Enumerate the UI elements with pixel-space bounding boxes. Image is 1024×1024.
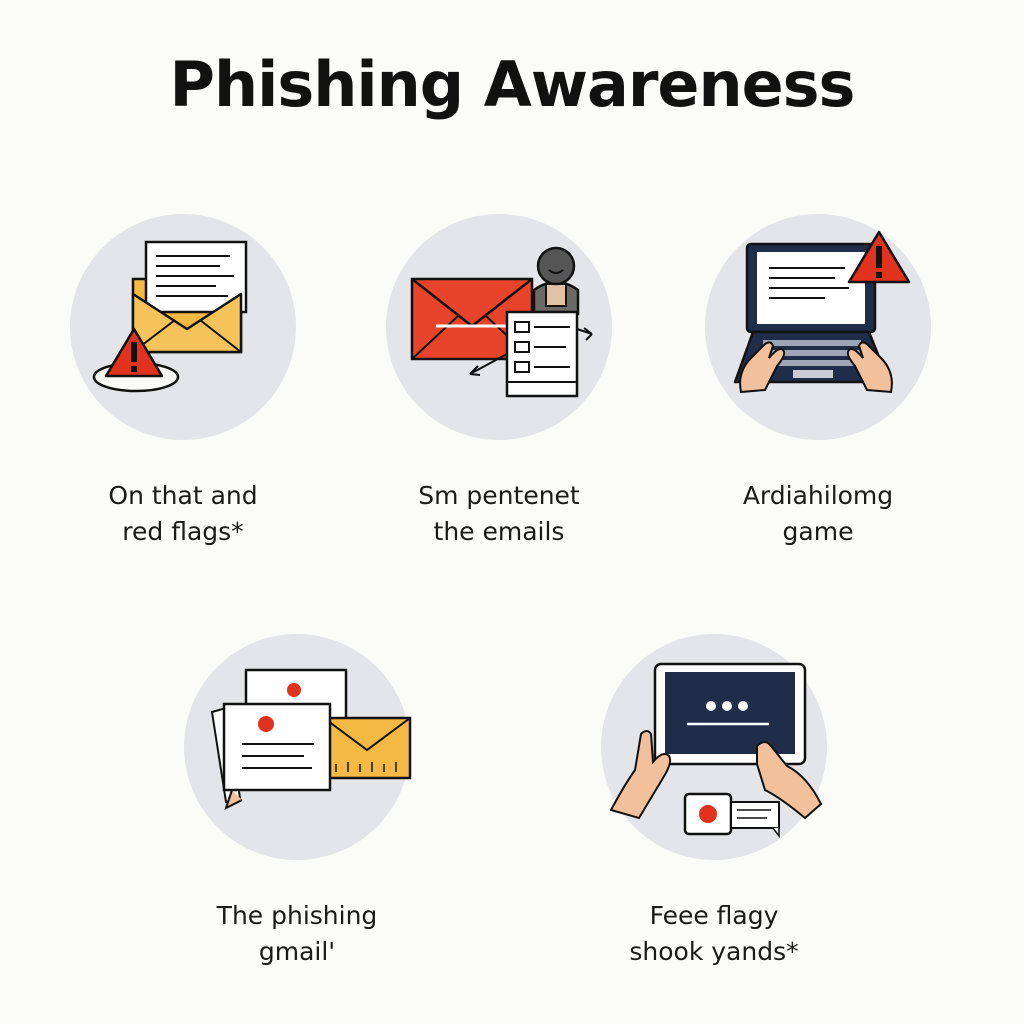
card-caption: On that and red flags* [43,478,323,550]
card-caption: Ardiahilomg game [678,478,958,550]
circle-background [705,214,931,440]
envelope-warning-icon [92,240,248,393]
caption-line-1: Ardiahilomg [742,481,894,510]
circle-background [386,214,612,440]
stacked-emails-icon [210,668,412,810]
card-stacked-emails: The phishing gmail' [157,634,437,970]
circle-background [184,634,412,860]
caption-line-1: On that and [108,481,258,510]
card-email-sender: Sm pentenet the emails [359,214,639,550]
laptop-alert-icon [733,230,911,394]
caption-line-1: Feee flagy [649,901,779,930]
card-caption: The phishing gmail' [157,898,437,970]
card-laptop-alert: Ardiahilomg game [678,214,958,550]
card-caption: Sm pentenet the emails [359,478,639,550]
email-sender-icon [410,246,593,398]
caption-line-2: red flags* [122,517,244,546]
caption-line-2: game [782,517,854,546]
caption-line-2: gmail' [258,937,336,966]
card-tablet-password: Feee flagy shook yands* [574,634,854,970]
circle-background [70,214,296,440]
page-title: Phishing Awareness [169,48,856,121]
tablet-password-icon [609,662,823,839]
caption-line-2: shook yands* [629,937,799,966]
caption-line-1: The phishing [216,901,378,930]
caption-line-2: the emails [433,517,565,546]
card-caption: Feee flagy shook yands* [574,898,854,970]
circle-background [601,634,827,860]
caption-line-1: Sm pentenet [418,481,580,510]
card-envelope-warning: On that and red flags* [43,214,323,550]
